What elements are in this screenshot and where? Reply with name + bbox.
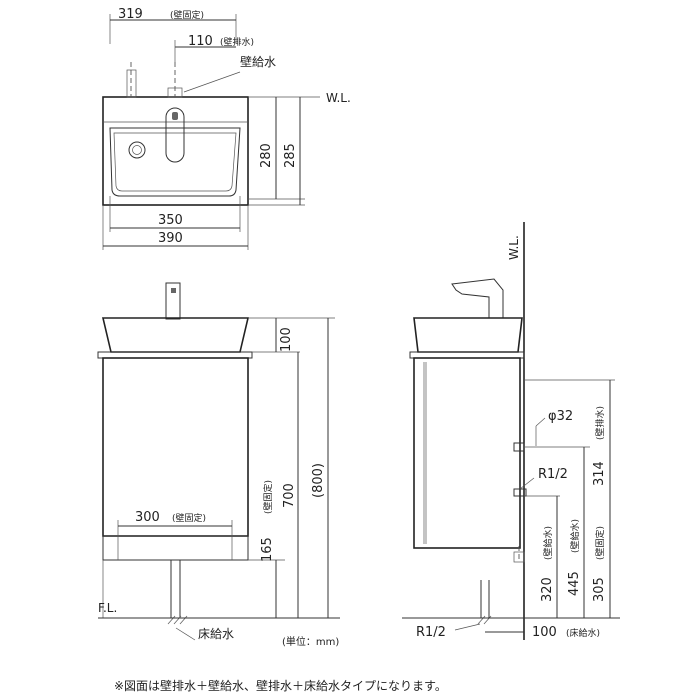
dim-445: 445 [567, 571, 582, 596]
dim-side-100-note: (床給水) [566, 627, 600, 639]
dim-285: 285 [283, 143, 298, 168]
unit-note: (単位：mm) [282, 635, 339, 648]
side-view-faucet [451, 278, 504, 319]
dim-110: 110 [188, 34, 213, 49]
dim-800: (800) [311, 463, 326, 498]
front-view-plinth [102, 535, 249, 561]
top-view-drain [128, 141, 146, 159]
dim-320: 320 [540, 577, 555, 602]
top-view-basin-inner [113, 132, 237, 192]
side-view-cabinet [413, 357, 521, 549]
dim-front-100: 100 [279, 327, 294, 352]
front-view-cabinet [102, 357, 249, 537]
front-view: 300 (壁固定) 床給水 F.L. 100 165 (壁固定) 700 (80… [97, 282, 340, 648]
top-view: 319 (壁固定) 110 (壁排水) 壁給水 W.L. 280 285 350… [102, 7, 351, 250]
fl-label: F.L. [98, 601, 117, 615]
dim-314-note: (壁排水) [594, 406, 606, 440]
top-view-basin [109, 127, 241, 197]
dim-side-100: 100 [532, 625, 557, 640]
front-view-basin [101, 317, 250, 353]
dim-300: 300 [135, 510, 160, 525]
dim-319-note: (壁固定) [170, 9, 204, 21]
dim-165-note: (壁固定) [262, 480, 274, 514]
dim-305: 305 [592, 577, 607, 602]
dim-110-note: (壁排水) [220, 36, 254, 48]
dim-314: 314 [592, 461, 607, 486]
top-view-faucet [165, 107, 185, 163]
r12-lower-label: R1/2 [416, 625, 446, 640]
wall-supply-pipe [126, 69, 137, 98]
side-view: W.L. φ32 R1/2 R1/2 100 (床給水) [402, 222, 620, 640]
front-view-faucet [165, 282, 181, 320]
dim-700: 700 [282, 483, 297, 508]
front-view-counter [97, 351, 253, 359]
top-wl-label: W.L. [326, 91, 351, 105]
dim-390: 390 [158, 231, 183, 246]
dim-280: 280 [259, 143, 274, 168]
side-wl-label: W.L. [507, 235, 521, 260]
dim-445-note: (壁給水) [569, 519, 581, 553]
side-drain-pipe [513, 442, 525, 452]
dim-305-note: (壁固定) [594, 526, 606, 560]
dim-165: 165 [260, 537, 275, 562]
dim-350: 350 [158, 213, 183, 228]
dim-320-note: (壁給水) [542, 526, 554, 560]
wall-supply-label: 壁給水 [240, 54, 276, 69]
floor-supply-label: 床給水 [198, 627, 234, 641]
phi32-label: φ32 [548, 409, 573, 424]
dim-319: 319 [118, 7, 143, 22]
dim-300-note: (壁固定) [172, 512, 206, 524]
footnote: ※図面は壁排水＋壁給水、壁排水＋床給水タイプになります。 [114, 678, 447, 693]
r12-upper-label: R1/2 [538, 467, 568, 482]
side-view-basin [413, 317, 523, 353]
